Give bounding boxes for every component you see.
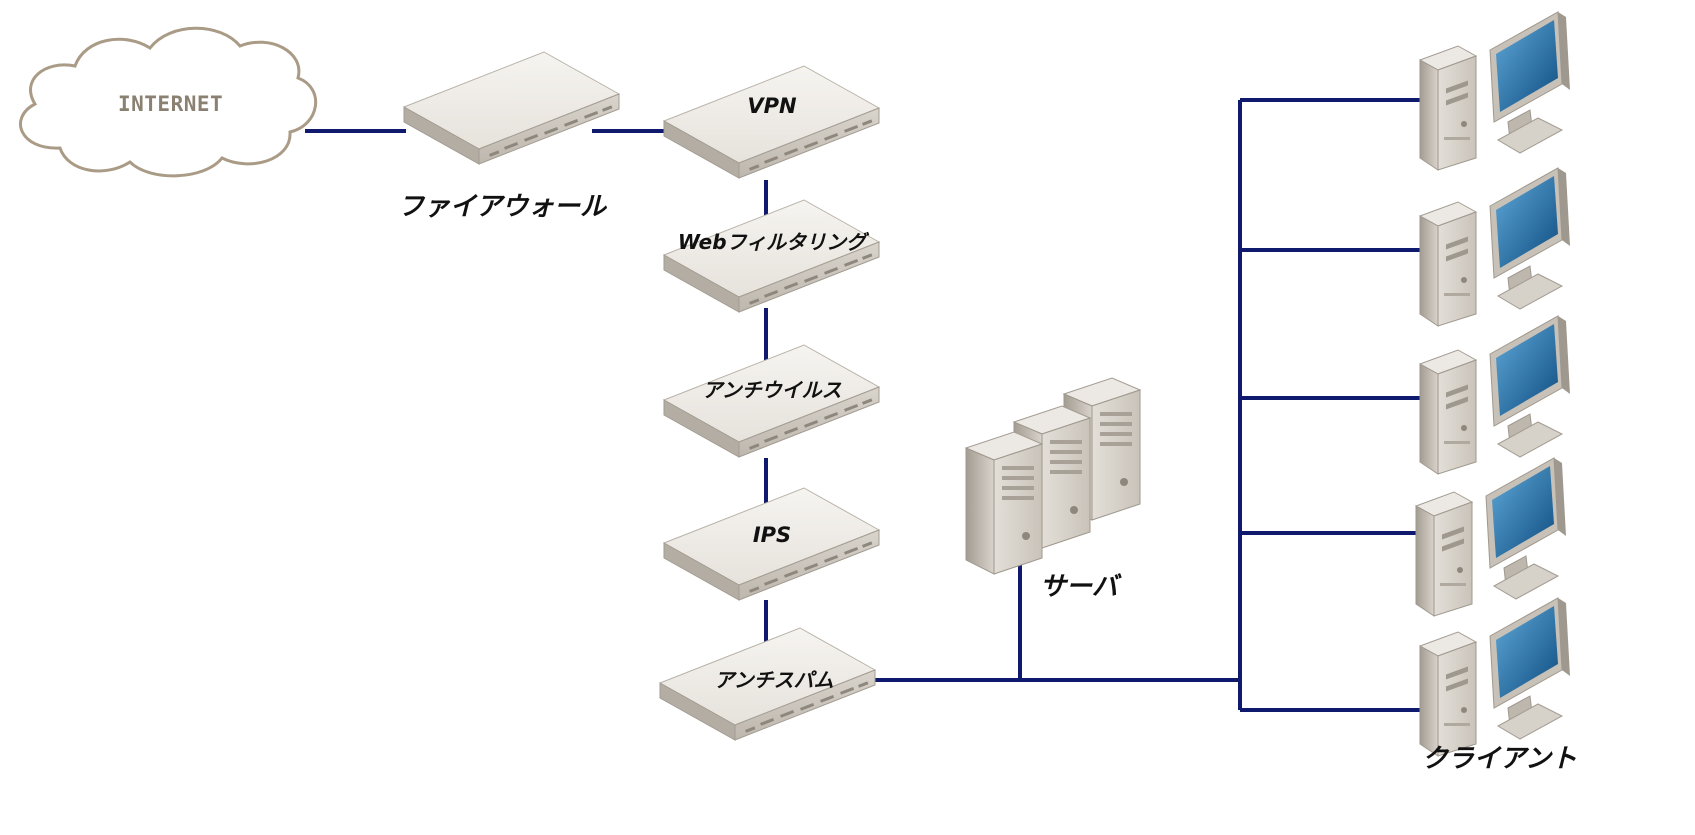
appliance-icon <box>663 65 880 179</box>
client-label: クライアント <box>1422 744 1577 774</box>
web-filtering-label: Webフィルタリング <box>677 230 867 254</box>
ips-label: IPS <box>752 523 792 547</box>
server-label: サーバ <box>1040 572 1118 602</box>
desktop-pc-icon <box>1419 11 1571 171</box>
desktop-pc-icon <box>1415 457 1567 617</box>
link-lines <box>305 98 1420 712</box>
desktop-pc-icon <box>1419 315 1571 475</box>
vpn-label: VPN <box>747 94 797 118</box>
cloud-icon <box>19 26 317 178</box>
desktop-pc-icon <box>1419 597 1571 757</box>
internet-label: INTERNET <box>118 92 224 116</box>
desktop-pc-icon <box>1419 167 1571 327</box>
appliance-icon <box>403 51 620 165</box>
firewall-label: ファイアウォール <box>398 192 607 222</box>
appliance-icon <box>663 199 880 313</box>
antivirus-label: アンチウイルス <box>702 378 842 402</box>
antispam-label: アンチスパム <box>714 668 834 692</box>
server-cluster-icon <box>965 377 1141 575</box>
